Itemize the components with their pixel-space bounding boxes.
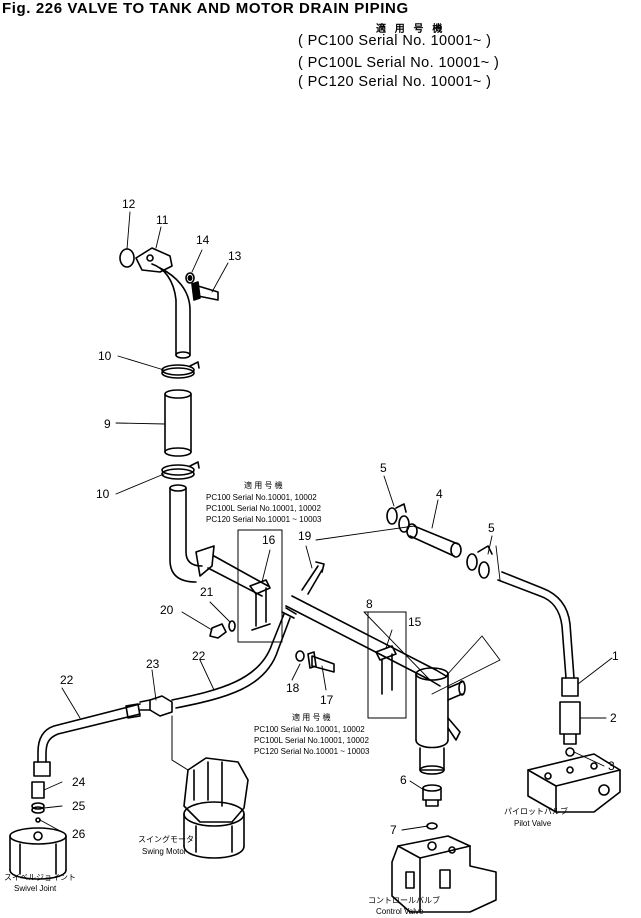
fitting-part-24 bbox=[31, 781, 45, 799]
figure-title: Fig. 226 VALVE TO TANK AND MOTOR DRAIN P… bbox=[2, 0, 409, 17]
callout-4: 4 bbox=[436, 487, 443, 501]
hose-part-19 bbox=[301, 561, 325, 595]
callout-10-lower: 10 bbox=[96, 487, 110, 501]
callout-labels: 1 2 3 4 5 5 6 7 8 9 10 10 11 12 13 14 15… bbox=[60, 197, 619, 841]
caption-pilot-valve: Pilot Valve bbox=[514, 819, 552, 828]
bracket-part-16 bbox=[237, 529, 283, 643]
swing-motor bbox=[171, 715, 249, 859]
o-ring-part-7 bbox=[426, 822, 438, 830]
hose-part-9 bbox=[164, 389, 192, 457]
applicability-row-pc100l: ( PC100L Serial No. 10001~ ) bbox=[298, 55, 500, 71]
ring-part-25 bbox=[31, 802, 45, 814]
callout-25: 25 bbox=[72, 799, 86, 813]
callout-1: 1 bbox=[612, 649, 619, 663]
hose-clamp-part-10-lower bbox=[161, 461, 200, 480]
note-lower-row-1: PC100 Serial No.10001, 10002 bbox=[254, 725, 365, 734]
washer-part-18 bbox=[295, 650, 305, 662]
washer-part-21 bbox=[228, 620, 236, 632]
callout-22-middle: 22 bbox=[192, 649, 206, 663]
o-ring-part-12 bbox=[119, 248, 135, 268]
callout-9: 9 bbox=[104, 417, 111, 431]
pipe-part-1 bbox=[497, 571, 579, 697]
hose-part-22-middle bbox=[171, 607, 297, 709]
callout-21: 21 bbox=[200, 585, 214, 599]
callout-7: 7 bbox=[390, 823, 397, 837]
applicability-label: 適 用 号 機 bbox=[376, 24, 446, 35]
callout-18: 18 bbox=[286, 681, 300, 695]
callout-13: 13 bbox=[228, 249, 242, 263]
note-upper-label: 適 用 号 機 bbox=[244, 480, 283, 490]
callout-8: 8 bbox=[366, 597, 373, 611]
caption-control-valve-jp: コントロールバルブ bbox=[368, 895, 440, 905]
callout-5-right: 5 bbox=[488, 521, 495, 535]
o-ring-part-3 bbox=[565, 747, 575, 757]
hose-clamp-part-10-upper bbox=[161, 361, 200, 379]
component-captions: パイロットバルブ Pilot Valve スイングモータ Swing Motor… bbox=[4, 806, 568, 916]
leader-lines bbox=[39, 211, 613, 833]
caption-pilot-valve-jp: パイロットバルブ bbox=[504, 806, 568, 816]
callout-3: 3 bbox=[608, 759, 615, 773]
callout-15: 15 bbox=[408, 615, 422, 629]
fitting-part-2 bbox=[559, 701, 581, 745]
control-valve bbox=[391, 835, 497, 913]
callout-24: 24 bbox=[72, 775, 86, 789]
callout-26: 26 bbox=[72, 827, 86, 841]
callout-17: 17 bbox=[320, 693, 334, 707]
callout-22-left: 22 bbox=[60, 673, 74, 687]
caption-swivel-joint-jp: スイベルジョイント bbox=[4, 873, 76, 882]
callout-5-left: 5 bbox=[380, 461, 387, 475]
callout-14: 14 bbox=[196, 233, 210, 247]
bolt-part-17 bbox=[307, 651, 335, 673]
note-lower-row-2: PC100L Serial No.10001, 10002 bbox=[254, 736, 369, 745]
note-lower-row-3: PC120 Serial No.10001 ~ 10003 bbox=[254, 747, 370, 756]
pilot-valve bbox=[527, 753, 621, 813]
callout-11: 11 bbox=[156, 213, 169, 227]
connector-part-23 bbox=[139, 695, 173, 717]
elbow-pipe-part-11 bbox=[135, 247, 191, 359]
hose-part-22-left bbox=[33, 703, 141, 777]
applicability-row-pc120: ( PC120 Serial No. 10001~ ) bbox=[298, 74, 492, 90]
callout-6: 6 bbox=[400, 773, 407, 787]
callout-23: 23 bbox=[146, 657, 160, 671]
applicability-row-pc100: ( PC100 Serial No. 10001~ ) bbox=[298, 33, 492, 49]
fitting-part-6 bbox=[422, 784, 442, 807]
callout-2: 2 bbox=[610, 711, 617, 725]
hose-part-4 bbox=[406, 523, 462, 558]
callout-19: 19 bbox=[298, 529, 312, 543]
nut-part-20 bbox=[209, 623, 227, 639]
callout-16: 16 bbox=[262, 533, 276, 547]
bracket-part-15 bbox=[367, 611, 407, 719]
caption-swivel-joint: Swivel Joint bbox=[14, 884, 57, 893]
callout-10-upper: 10 bbox=[98, 349, 112, 363]
note-lower-label: 適 用 号 機 bbox=[292, 712, 331, 722]
callout-20: 20 bbox=[160, 603, 174, 617]
applicability-note-upper: 適 用 号 機 PC100 Serial No.10001, 10002 PC1… bbox=[206, 480, 322, 524]
caption-control-valve: Control Valve bbox=[376, 907, 424, 916]
swivel-joint bbox=[9, 827, 67, 880]
valve-tee-body bbox=[415, 667, 466, 775]
washer-part-14 bbox=[185, 272, 195, 284]
clamp-part-5-left bbox=[386, 503, 410, 533]
note-upper-row-1: PC100 Serial No.10001, 10002 bbox=[206, 493, 317, 502]
caption-swing-motor-jp: スイングモータ bbox=[138, 834, 194, 844]
callout-12: 12 bbox=[122, 197, 136, 211]
tube-part-8 bbox=[169, 484, 447, 687]
applicability-note-lower: 適 用 号 機 PC100 Serial No.10001, 10002 PC1… bbox=[254, 712, 370, 756]
note-upper-row-2: PC100L Serial No.10001, 10002 bbox=[206, 504, 321, 513]
caption-swing-motor: Swing Motor bbox=[142, 847, 187, 856]
bolt-part-13 bbox=[191, 281, 219, 301]
clamp-part-5-right bbox=[466, 545, 493, 579]
o-ring-part-26 bbox=[35, 817, 41, 823]
note-upper-row-3: PC120 Serial No.10001 ~ 10003 bbox=[206, 515, 322, 524]
